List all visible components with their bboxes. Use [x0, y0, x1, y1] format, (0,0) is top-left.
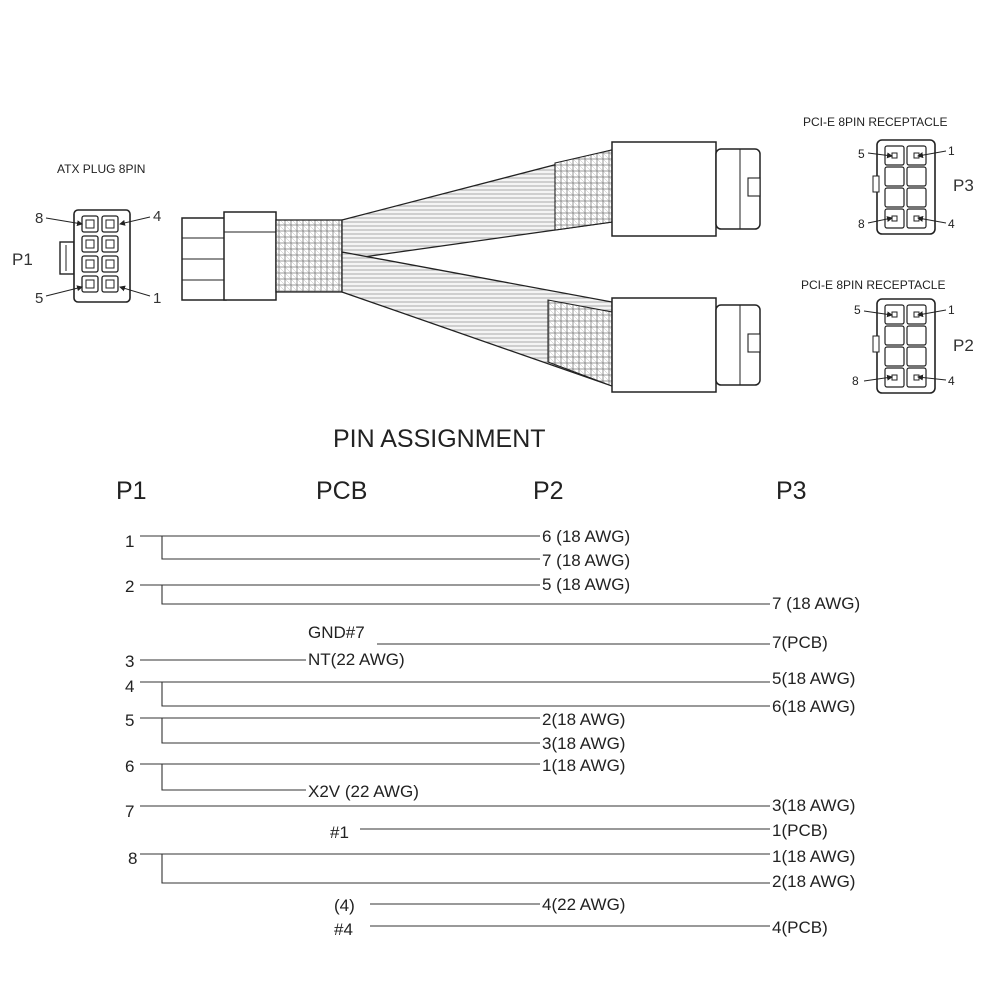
p2-wire-label: 3(18 AWG): [542, 734, 625, 753]
p1-pin-label: 4: [125, 677, 134, 696]
p3-wire-label: 5(18 AWG): [772, 669, 855, 688]
p3-wire-label: 3(18 AWG): [772, 796, 855, 815]
pcb-label: GND#7: [308, 623, 365, 642]
p1-connector: ATX PLUG 8PIN P1 8 4 5 1: [12, 162, 161, 307]
p3-wire-label: 1(18 AWG): [772, 847, 855, 866]
p2-wire-label: 4(22 AWG): [542, 895, 625, 914]
column-header-p3: P3: [776, 477, 807, 505]
p3-wire-label: 2(18 AWG): [772, 872, 855, 891]
p1-pin-label: 1: [125, 532, 134, 551]
p1-pin-label: 7: [125, 802, 134, 821]
column-header-pcb: PCB: [316, 477, 367, 505]
pcb-label: X2V (22 AWG): [308, 782, 419, 801]
p3-pin-1: 1: [948, 144, 955, 158]
p3-pin-4: 4: [948, 217, 955, 231]
p3-wire-label: 4(PCB): [772, 918, 828, 937]
p2-connector: PCI-E 8PIN RECEPTACLE P2 5 1 8 4: [801, 278, 974, 394]
p3-pin-8: 8: [858, 217, 865, 231]
p1-pin-8: 8: [35, 210, 43, 227]
p1-pin-label: 2: [125, 577, 134, 596]
p1-pin-4: 4: [153, 208, 161, 225]
p1-title: ATX PLUG 8PIN: [57, 162, 145, 176]
p2-wire-label: 7 (18 AWG): [542, 551, 630, 570]
pcb-label: NT(22 AWG): [308, 650, 405, 669]
column-header-p1: P1: [116, 477, 147, 505]
pcb-label: #4: [334, 920, 353, 939]
p1-latch: [59, 241, 75, 275]
p1-pin-1: 1: [153, 290, 161, 307]
column-header-p2: P2: [533, 477, 564, 505]
p3-pin-5: 5: [858, 147, 865, 161]
p3-wire-label: 7 (18 AWG): [772, 594, 860, 613]
p2-pin-8: 8: [852, 374, 859, 388]
y-cable: [181, 141, 761, 393]
p3-title: PCI-E 8PIN RECEPTACLE: [803, 115, 947, 129]
p3-connector: PCI-E 8PIN RECEPTACLE P3 5 1 8 4: [803, 115, 974, 235]
p2-pin-1: 1: [948, 303, 955, 317]
pcb-label: (4): [334, 896, 355, 915]
p2-wire-label: 5 (18 AWG): [542, 575, 630, 594]
p3-wire-label: 6(18 AWG): [772, 697, 855, 716]
pin-assignment: PIN ASSIGNMENT P1 PCB P2 P3: [116, 425, 860, 939]
pin-assignment-title: PIN ASSIGNMENT: [333, 425, 546, 453]
p3-wire-label: 7(PCB): [772, 633, 828, 652]
p1-pin-label: 5: [125, 711, 134, 730]
wiring-lines: [140, 535, 770, 927]
p1-pin-label: 8: [128, 849, 137, 868]
p2-pin-5: 5: [854, 303, 861, 317]
p2-title: PCI-E 8PIN RECEPTACLE: [801, 278, 945, 292]
p2-pin-4: 4: [948, 374, 955, 388]
p2-tag: P2: [953, 336, 974, 355]
p2-wire-label: 6 (18 AWG): [542, 527, 630, 546]
p1-tag: P1: [12, 250, 33, 269]
p2-wire-label: 1(18 AWG): [542, 756, 625, 775]
p1-pin-5: 5: [35, 290, 43, 307]
p3-tag: P3: [953, 176, 974, 195]
pcb-label: #1: [330, 823, 349, 842]
p1-pin-label: 6: [125, 757, 134, 776]
p3-wire-label: 1(PCB): [772, 821, 828, 840]
p2-wire-label: 2(18 AWG): [542, 710, 625, 729]
p1-pin-label: 3: [125, 652, 134, 671]
